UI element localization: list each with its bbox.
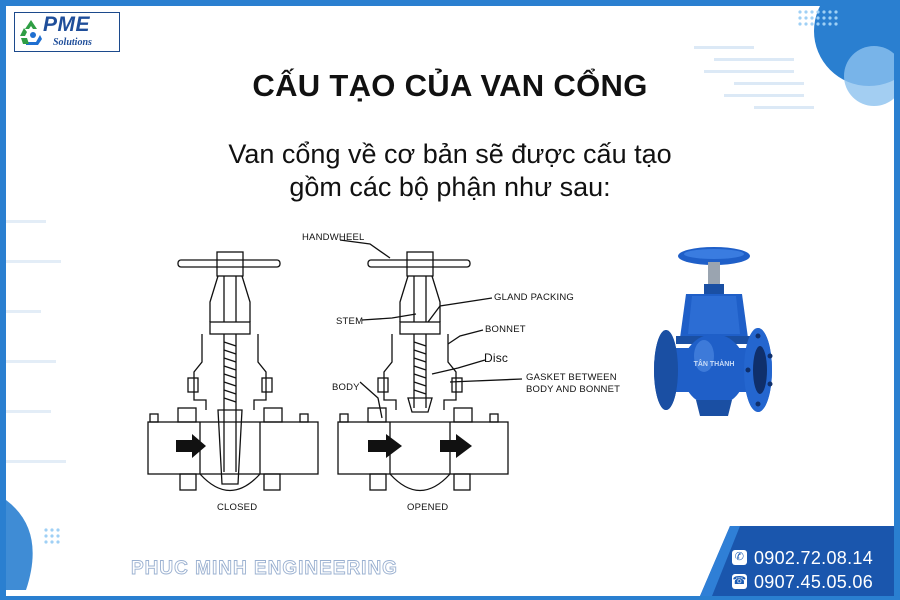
label-gland-packing: GLAND PACKING xyxy=(494,292,575,303)
label-handwheel: HANDWHEEL xyxy=(302,232,365,243)
company-logo: PME Solutions xyxy=(14,12,120,52)
footer-contact-panel xyxy=(700,526,894,596)
decorative-corner-shapes xyxy=(694,6,894,109)
decorative-dots xyxy=(798,10,838,26)
label-gasket-line-2: BODY AND BONNET xyxy=(526,384,621,395)
phone-number-1[interactable]: 0902.72.08.14 xyxy=(754,548,874,568)
valve-photo-stamp: TÂN THÀNH xyxy=(694,359,735,368)
chat-phone-icon: ✆ xyxy=(732,550,747,565)
frame-top-border xyxy=(0,0,900,6)
gate-valve-diagram: HANDWHEEL GLAND PACKING STEM BONNET Disc… xyxy=(140,222,660,522)
label-stem: STEM xyxy=(336,316,364,327)
subtitle-line-2: gồm các bộ phận như sau: xyxy=(289,172,611,202)
frame-bottom-border xyxy=(0,596,900,600)
gate-valve-photo: TÂN THÀNH xyxy=(654,247,773,416)
gate-valve-drawing xyxy=(147,239,523,491)
label-disc: Disc xyxy=(484,351,509,365)
label-bonnet: BONNET xyxy=(485,324,526,335)
logo-brand: PME xyxy=(43,13,91,36)
phone-number-2[interactable]: 0907.45.05.06 xyxy=(754,572,874,592)
frame-left-border xyxy=(0,0,6,600)
label-opened: OPENED xyxy=(407,502,449,513)
label-body: BODY xyxy=(332,382,360,393)
recycle-logo-icon xyxy=(20,20,42,45)
label-closed: CLOSED xyxy=(217,502,258,513)
footer-brand: PHUC MINH ENGINEERING xyxy=(131,558,398,580)
page-subtitle: Van cổng về cơ bản sẽ được cấu tạo gồm c… xyxy=(0,138,900,204)
frame-right-border xyxy=(894,0,900,600)
logo-subtitle: Solutions xyxy=(53,37,92,48)
decorative-left-lines xyxy=(6,220,66,590)
page-title: CẤU TẠO CỦA VAN CỔNG xyxy=(252,68,648,103)
phone-icon: ☎ xyxy=(732,574,747,589)
label-gasket-line-1: GASKET BETWEEN xyxy=(526,372,617,383)
subtitle-line-1: Van cổng về cơ bản sẽ được cấu tạo xyxy=(228,139,672,169)
